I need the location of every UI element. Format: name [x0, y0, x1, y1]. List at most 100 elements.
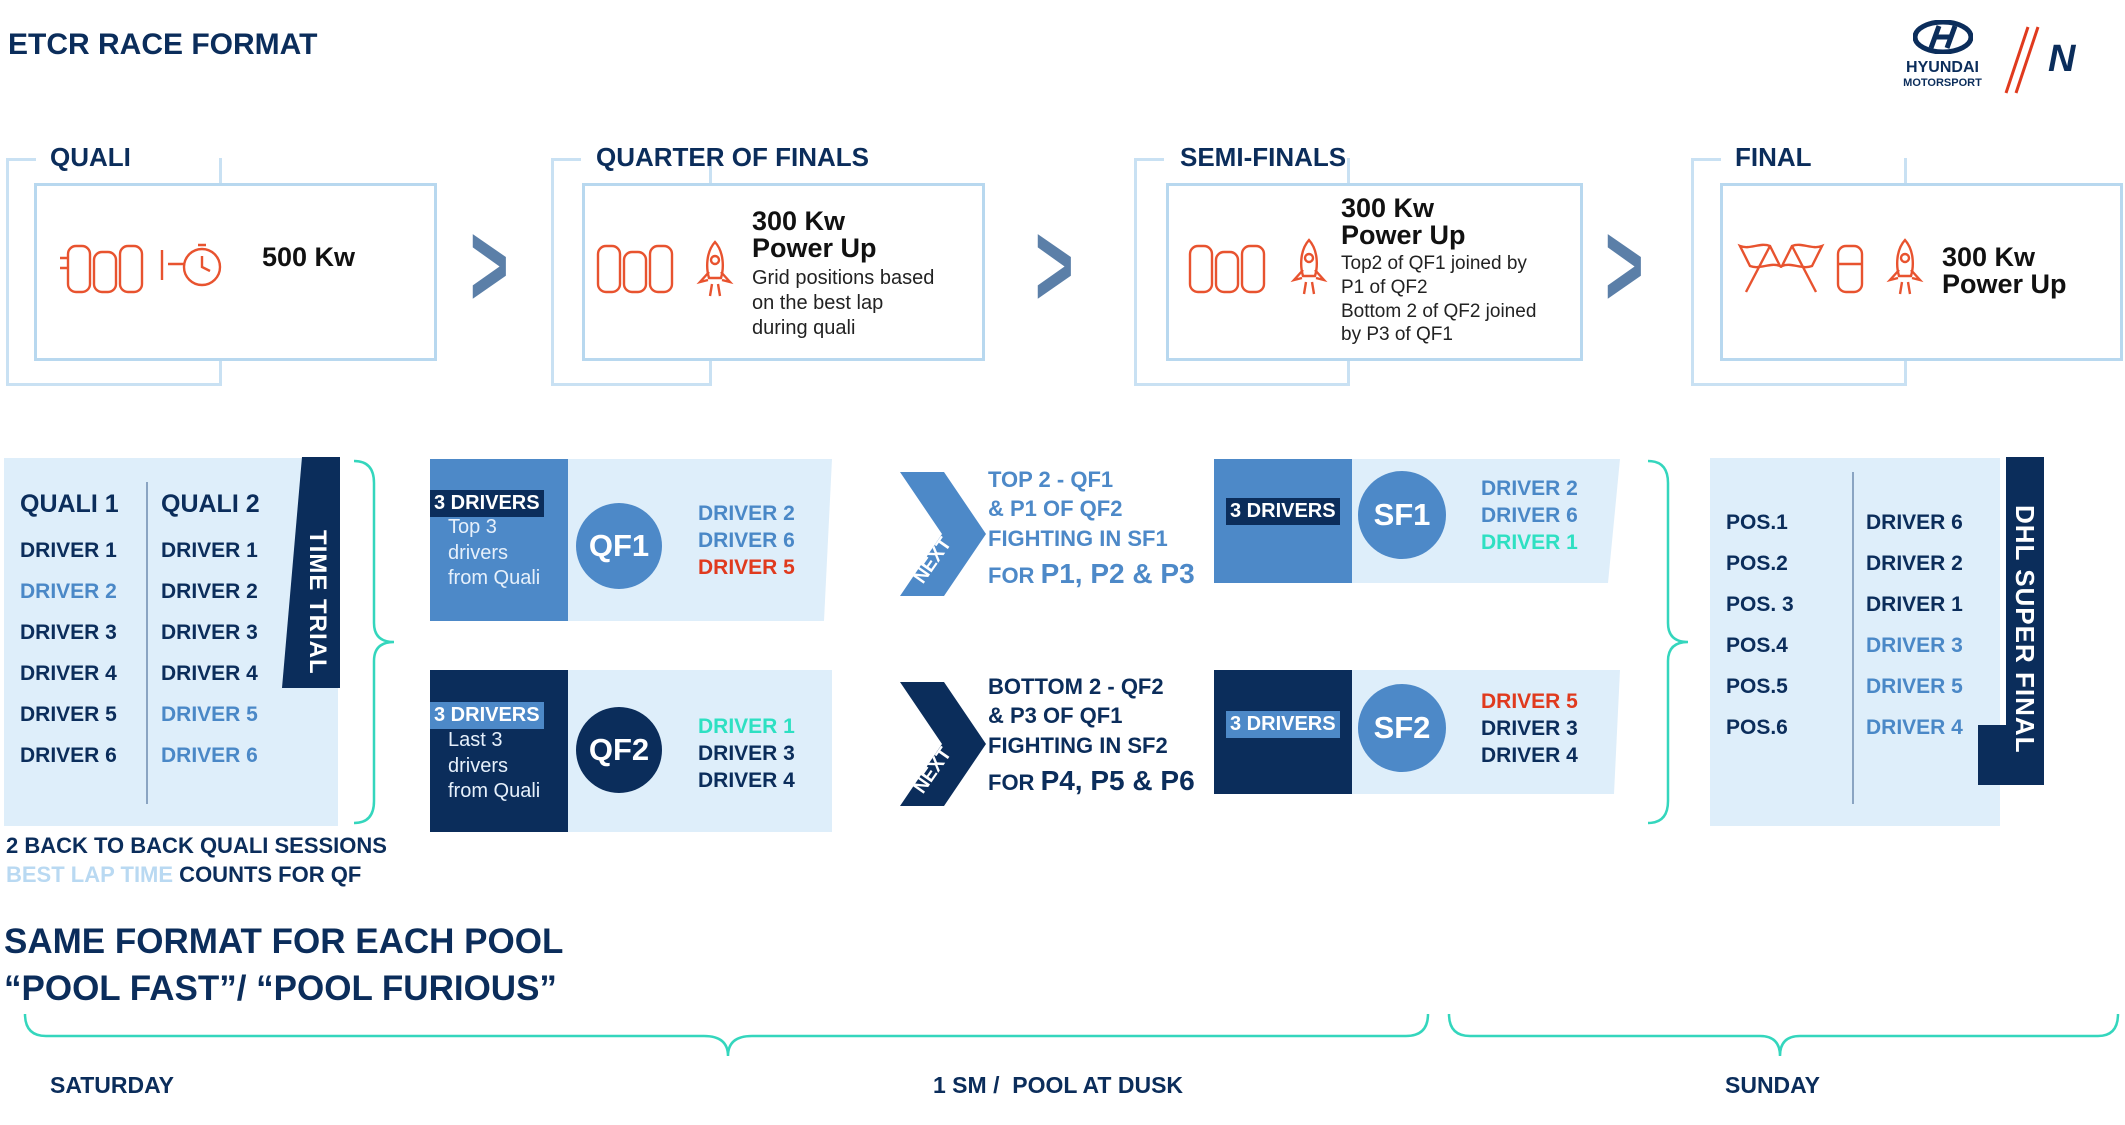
stage-value-quali: 500 Kw	[262, 242, 356, 272]
list-item: POS.5	[1726, 675, 1788, 698]
qf1-subtext: Top 3 drivers from Quali	[448, 516, 541, 590]
sf1-drivers: DRIVER 2 DRIVER 6 DRIVER 1	[1481, 475, 1578, 556]
final-drivers: DRIVER 6 DRIVER 2 DRIVER 1 DRIVER 3 DRIV…	[1866, 502, 1963, 748]
super-final-banner	[1978, 457, 2044, 785]
hyundai-logo: HYUNDAI MOTORSPORT	[1895, 19, 1990, 89]
logo-sub: MOTORSPORT	[1903, 77, 1982, 89]
list-item: DRIVER 1	[698, 715, 795, 738]
weekend-brace-saturday	[23, 1013, 1430, 1057]
quali2-header: QUALI 2	[161, 490, 260, 518]
sf1-badge: SF1	[1358, 471, 1446, 559]
arrow-right-icon: >	[1605, 198, 1644, 332]
quali-panel	[4, 458, 338, 826]
list-item: DRIVER 2	[1866, 552, 1963, 575]
list-item: DRIVER 1	[1481, 531, 1578, 554]
final-panel	[1710, 458, 2000, 826]
hyundai-h-icon	[1912, 19, 1973, 55]
list-item: DRIVER 5	[1481, 690, 1578, 713]
qf2-badge: QF2	[576, 707, 662, 793]
logo-brand: HYUNDAI	[1906, 59, 1979, 76]
list-item: DRIVER 4	[20, 662, 117, 685]
rocket-icon	[1290, 238, 1328, 295]
list-item: DRIVER 5	[161, 703, 258, 726]
list-item: DRIVER 5	[20, 703, 117, 726]
final-divider	[1852, 472, 1854, 804]
list-item: DRIVER 3	[1866, 634, 1963, 657]
list-item: DRIVER 3	[1481, 717, 1578, 740]
super-final-label: DHL SUPER FINAL	[2010, 505, 2040, 754]
qf2-subtext: Last 3 drivers from Quali	[448, 729, 541, 803]
cars-icon	[596, 244, 674, 294]
rocket-icon	[1886, 238, 1924, 295]
stage-value-qf: 300 Kw Power Up	[752, 206, 877, 263]
list-item: DRIVER 4	[1866, 716, 1963, 739]
sf1-tag: 3 DRIVERS	[1226, 498, 1340, 525]
quali2-list: DRIVER 1 DRIVER 2 DRIVER 3 DRIVER 4 DRIV…	[161, 530, 258, 776]
stage-qf-box	[582, 183, 985, 361]
time-trial-banner	[282, 457, 340, 688]
qf1-badge: QF1	[576, 503, 662, 589]
list-item: DRIVER 6	[1481, 504, 1578, 527]
next-arrow-1	[900, 472, 986, 596]
brace-icon	[353, 459, 395, 825]
stage-title-final: FINAL	[1735, 142, 1812, 172]
list-item: DRIVER 2	[1481, 477, 1578, 500]
list-item: DRIVER 1	[20, 539, 117, 562]
sf2-drivers: DRIVER 5 DRIVER 3 DRIVER 4	[1481, 688, 1578, 769]
next-text-1: TOP 2 - QF1 & P1 OF QF2 FIGHTING IN SF1 …	[988, 467, 1195, 589]
stage-value-sf: 300 Kw Power Up	[1341, 193, 1466, 250]
car-icon	[1836, 244, 1864, 294]
list-item: DRIVER 6	[1866, 511, 1963, 534]
qf2-tag: 3 DRIVERS	[430, 702, 544, 729]
qf1-drivers: DRIVER 2 DRIVER 6 DRIVER 5	[698, 500, 795, 581]
flags-icon	[1737, 243, 1825, 293]
best-lap-highlight: BEST LAP TIME	[6, 862, 174, 887]
qf2-drivers: DRIVER 1 DRIVER 3 DRIVER 4	[698, 713, 795, 794]
list-item: DRIVER 2	[698, 502, 795, 525]
stage-title-sf: SEMI-FINALS	[1180, 142, 1347, 172]
cars-icon	[60, 244, 144, 294]
list-item: DRIVER 6	[698, 529, 795, 552]
list-item: DRIVER 5	[1866, 675, 1963, 698]
list-item: DRIVER 2	[161, 580, 258, 603]
list-item: DRIVER 3	[161, 621, 258, 644]
stage-value-final: 300 Kw Power Up	[1942, 242, 2067, 299]
stage-title-qf: QUARTER OF FINALS	[596, 142, 869, 172]
quali-note-line2: BEST LAP TIME COUNTS FOR QF	[6, 862, 362, 887]
stage-sf-box	[1166, 183, 1583, 361]
brace-icon	[1647, 459, 1689, 825]
sf2-badge: SF2	[1358, 684, 1446, 772]
list-item: DRIVER 4	[1481, 744, 1578, 767]
list-item: POS. 3	[1726, 593, 1794, 616]
list-item: DRIVER 1	[1866, 593, 1963, 616]
quali1-header: QUALI 1	[20, 490, 119, 518]
arrow-right-icon: >	[1035, 198, 1074, 332]
same-format-title: SAME FORMAT FOR EACH POOL “POOL FAST”/ “…	[4, 922, 564, 1009]
qf1-tag: 3 DRIVERS	[430, 490, 544, 517]
stage-desc-qf: Grid positions based on the best lap dur…	[752, 267, 935, 339]
stage-final-box	[1720, 183, 2123, 361]
list-item: POS.6	[1726, 716, 1788, 739]
list-item: DRIVER 3	[698, 742, 795, 765]
day-label-saturday: SATURDAY	[50, 1072, 174, 1098]
list-item: POS.1	[1726, 511, 1788, 534]
stopwatch-icon	[160, 243, 222, 287]
stage-title-quali: QUALI	[50, 142, 131, 172]
quali-divider	[146, 482, 148, 804]
quali1-list: DRIVER 1 DRIVER 2 DRIVER 3 DRIVER 4 DRIV…	[20, 530, 117, 776]
list-item: DRIVER 1	[161, 539, 258, 562]
sf2-tag: 3 DRIVERS	[1226, 711, 1340, 738]
list-item: DRIVER 2	[20, 580, 117, 603]
next-arrow-2	[900, 682, 986, 806]
list-item: DRIVER 6	[161, 744, 258, 767]
list-item: DRIVER 4	[161, 662, 258, 685]
slash-divider	[2004, 26, 2040, 94]
cars-icon	[1188, 244, 1266, 294]
next-text-2: BOTTOM 2 - QF2 & P3 OF QF1 FIGHTING IN S…	[988, 674, 1195, 796]
n-logo: N	[2048, 38, 2076, 80]
time-trial-label: TIME TRIAL	[304, 530, 331, 675]
list-item: DRIVER 5	[698, 556, 795, 579]
list-item: DRIVER 3	[20, 621, 117, 644]
stage-desc-sf: Top2 of QF1 joined by P1 of QF2 Bottom 2…	[1341, 253, 1537, 346]
arrow-right-icon: >	[470, 198, 509, 332]
